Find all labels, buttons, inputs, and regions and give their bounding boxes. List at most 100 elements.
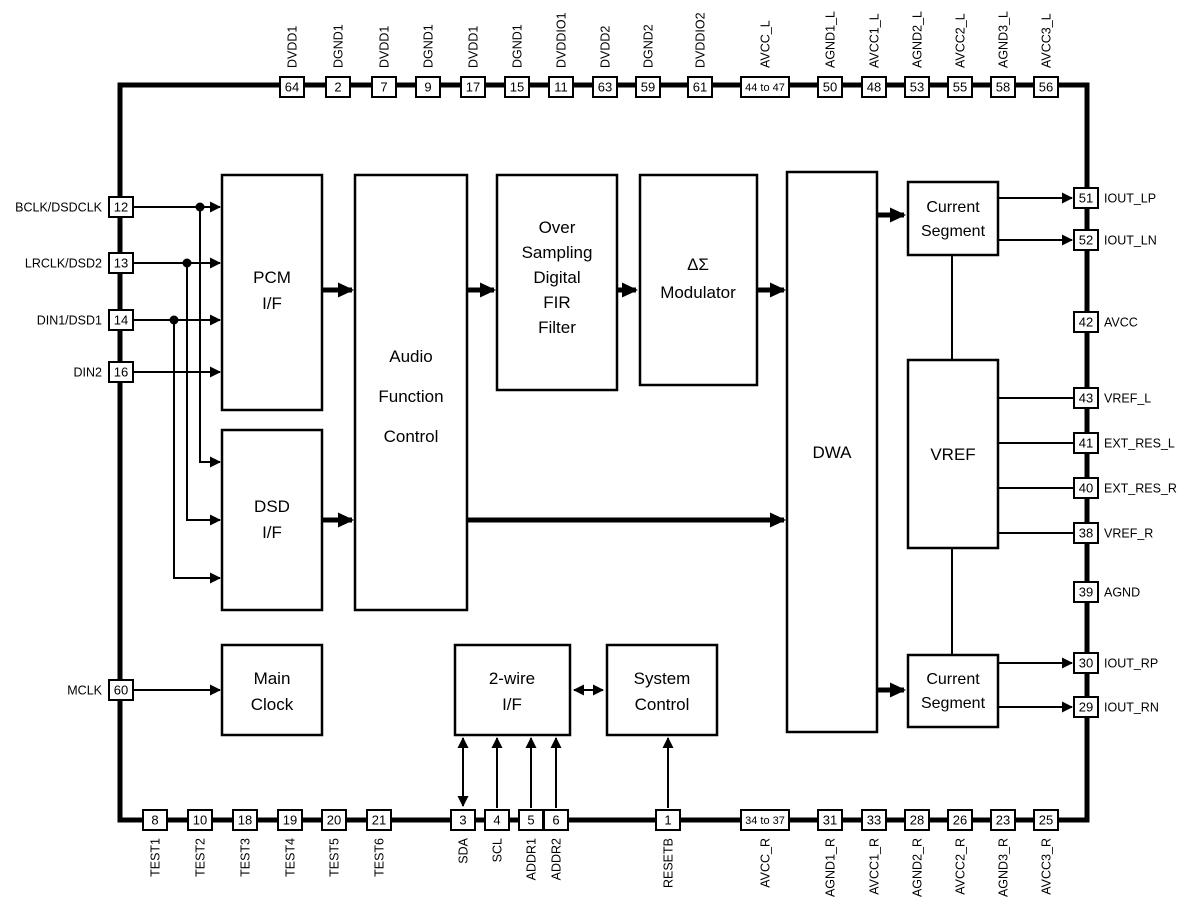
pin-box	[990, 76, 1016, 98]
block-box	[495, 173, 619, 392]
pin-number: 63	[598, 80, 612, 95]
pin-number: 11	[554, 80, 568, 95]
block-label: Sampling	[522, 243, 593, 262]
pin-bottom-1: 1 RESETB	[655, 809, 681, 888]
pin-label: AVCC3_L	[1040, 13, 1054, 68]
pin-box	[904, 809, 930, 831]
pin-number: 8	[151, 813, 158, 828]
junction-dot	[195, 202, 205, 212]
pin-top-2: 2 DGND1	[325, 24, 351, 98]
pin-box	[460, 76, 486, 98]
pin-label: DGND1	[511, 24, 525, 68]
pin-top-63: 63 DVDD2	[592, 26, 618, 98]
pin-number: 28	[910, 813, 924, 828]
block-vref: VREF	[906, 358, 1000, 550]
block-pcm-if: PCM I/F	[220, 173, 324, 412]
pin-number: 50	[823, 80, 837, 95]
pin-label: DGND1	[332, 24, 346, 68]
pin-number: 26	[953, 813, 967, 828]
pin-label: DIN1/DSD1	[37, 314, 102, 328]
block-box	[638, 173, 759, 387]
pin-right-51: 51 IOUT_LP	[1073, 187, 1156, 209]
pin-label: TEST4	[284, 838, 298, 877]
pin-box	[1073, 387, 1099, 409]
pin-top-9: 9 DGND1	[415, 24, 441, 98]
pin-right-41: 41 EXT_RES_L	[1073, 432, 1175, 454]
pin-label: EXT_RES_L	[1104, 437, 1175, 451]
pin-right-39: 39 AGND	[1073, 581, 1140, 603]
pin-top-44-47: 44 to 47 AVCC_L	[740, 20, 790, 98]
pin-box	[635, 76, 661, 98]
pin-right-38: 38 VREF_R	[1073, 522, 1153, 544]
pin-label: AVCC_L	[759, 20, 773, 68]
pin-box	[279, 76, 305, 98]
block-label: Segment	[921, 695, 986, 712]
block-box	[785, 170, 879, 734]
pin-label: ADDR2	[550, 838, 564, 880]
block-box	[220, 428, 324, 612]
block-label: Control	[635, 695, 690, 714]
pin-number: 14	[114, 313, 128, 328]
junction-dot	[182, 258, 192, 268]
pin-box	[450, 809, 476, 831]
pin-top-58: 58 AGND3_L	[990, 11, 1016, 98]
pin-label: AVCC1_L	[868, 13, 882, 68]
pin-bottom-3: 3 SDA	[450, 809, 476, 864]
block-label: Current	[926, 671, 980, 688]
pin-label: AGND1_L	[824, 11, 838, 68]
pin-number: 42	[1079, 315, 1093, 330]
pin-box	[321, 809, 347, 831]
block-label: ΔΣ	[687, 255, 709, 274]
pin-box	[1073, 432, 1099, 454]
pin-top-56: 56 AVCC3_L	[1033, 13, 1059, 98]
block-box	[906, 358, 1000, 550]
pin-number: 21	[372, 813, 386, 828]
pin-top-61: 61 DVDDIO2	[687, 12, 713, 98]
pin-label: ADDR1	[525, 838, 539, 880]
pin-bottom-20: 20 TEST5	[321, 809, 347, 877]
pin-number: 9	[424, 80, 431, 95]
pin-right-52: 52 IOUT_LN	[1073, 229, 1157, 251]
pin-label: SCL	[491, 838, 505, 862]
pin-number: 25	[1039, 813, 1053, 828]
pin-top-55: 55 AVCC2_L	[947, 13, 973, 98]
pin-box	[277, 809, 303, 831]
pin-box	[1073, 652, 1099, 674]
pin-box	[415, 76, 441, 98]
pin-left-14: 14 DIN1/DSD1	[37, 309, 134, 331]
block-label: PCM	[253, 268, 291, 287]
pin-number: 44 to 47	[745, 82, 785, 94]
pin-number: 19	[283, 813, 297, 828]
pin-label: IOUT_LP	[1104, 192, 1156, 206]
pin-label: VREF_R	[1104, 527, 1153, 541]
pin-bottom-4: 4 SCL	[484, 809, 510, 862]
block-system-control: System Control	[605, 643, 719, 737]
pin-number: 33	[867, 813, 881, 828]
pin-label: MCLK	[67, 684, 102, 698]
pin-number: 7	[380, 80, 387, 95]
pin-left-60: 60 MCLK	[67, 679, 134, 701]
pin-box	[1073, 477, 1099, 499]
pin-box	[990, 809, 1016, 831]
pin-number: 12	[114, 200, 128, 215]
pin-label: DVDD1	[286, 26, 300, 68]
pin-box	[108, 252, 134, 274]
pin-box	[861, 76, 887, 98]
block-box	[220, 173, 324, 412]
pin-box	[1033, 76, 1059, 98]
block-current-segment-bottom: Current Segment	[906, 653, 1000, 729]
pin-right-42: 42 AVCC	[1073, 311, 1138, 333]
pin-box	[232, 809, 258, 831]
pin-number: 17	[466, 80, 480, 95]
pin-label: AVCC	[1104, 316, 1138, 330]
block-delta-sigma-modulator: ΔΣ Modulator	[638, 173, 759, 387]
pin-box	[1073, 187, 1099, 209]
pin-number: 13	[114, 256, 128, 271]
pin-box	[108, 679, 134, 701]
block-label: System	[634, 669, 691, 688]
pin-bottom-31: 31 AGND1_R	[817, 809, 843, 897]
pin-right-29: 29 IOUT_RN	[1073, 696, 1159, 718]
pin-number: 16	[114, 365, 128, 380]
